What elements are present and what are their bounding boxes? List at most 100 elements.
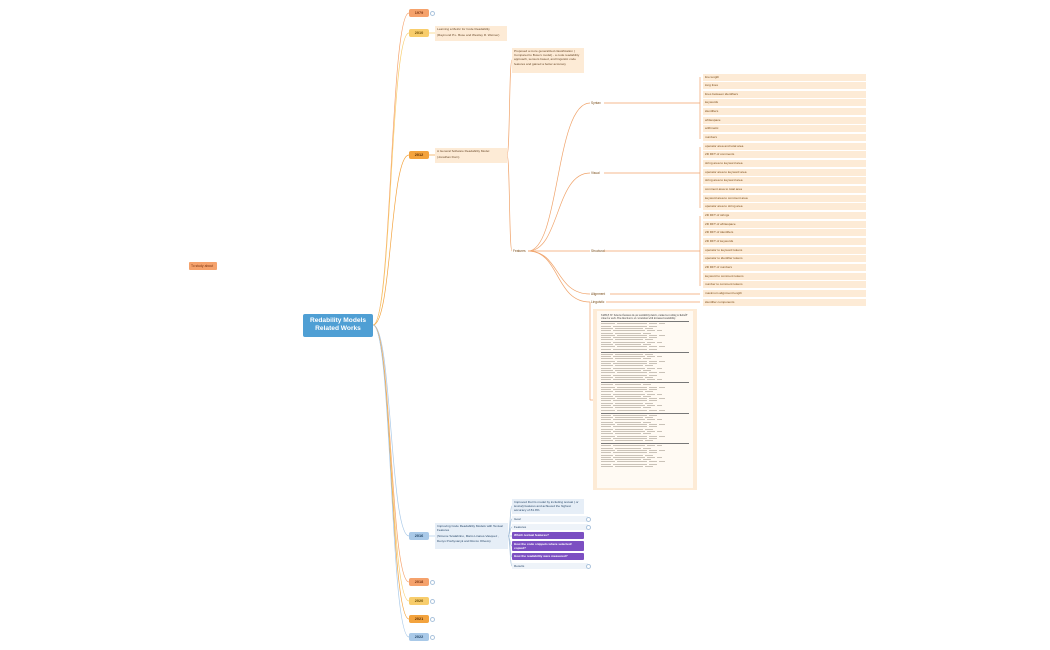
feature-leaf-structural[interactable]: 2D DFT of whitespace (703, 221, 866, 228)
feature-leaf-visual[interactable]: string area to keyword area (703, 177, 866, 184)
table-row (601, 400, 689, 402)
table-row (601, 369, 689, 372)
visual-label[interactable]: Visual (591, 171, 600, 175)
table-cell (617, 409, 647, 411)
feature-leaf-syntax[interactable]: line length (703, 74, 866, 81)
year-node-2022[interactable]: 2022 (409, 633, 429, 641)
table-row (601, 395, 689, 398)
collapse-toggle-goal[interactable] (586, 517, 591, 522)
collapse-toggle-2022[interactable] (430, 635, 435, 640)
feature-leaf-alignment[interactable]: maximum alignment length (703, 290, 866, 297)
table-cell (649, 386, 657, 388)
feature-leaf-structural[interactable]: 2D DFT of strings (703, 212, 866, 219)
question-readability-measure[interactable]: How the readability were measured? (512, 553, 584, 560)
table-row (601, 449, 689, 452)
year-node-2020[interactable]: 2020 (409, 597, 429, 605)
features-node[interactable]: Features (512, 524, 588, 530)
year-node-1979[interactable]: 1979 (409, 9, 429, 17)
results-node[interactable]: Results (512, 563, 588, 569)
table-cell (645, 327, 653, 329)
table-cell (647, 445, 655, 447)
year-node-2021[interactable]: 2021 (409, 615, 429, 623)
collapse-toggle-2021[interactable] (430, 617, 435, 622)
table-row (601, 407, 689, 409)
table-cell (601, 414, 611, 416)
collapse-toggle-results[interactable] (586, 564, 591, 569)
table-cell (601, 405, 611, 407)
table-cell (657, 456, 662, 458)
structural-label[interactable]: Structural (591, 249, 605, 253)
year-node-2010[interactable]: 2010 (409, 29, 429, 37)
feature-leaf-visual[interactable]: keyword area to comment area (703, 195, 866, 202)
table-cell (601, 372, 615, 374)
year-node-2012[interactable]: 2012 (409, 151, 429, 159)
paper-card-2010[interactable]: Learning a Metric for Code Readability (… (435, 26, 507, 41)
table-cell (601, 337, 611, 339)
collapse-toggle-2020[interactable] (430, 599, 435, 604)
table-cell (601, 388, 611, 390)
collapse-toggle-2018[interactable] (430, 580, 435, 585)
paper-note-2012[interactable]: Proposed a more generalized classificati… (512, 48, 584, 73)
table-cell (649, 388, 657, 390)
feature-leaf-structural[interactable]: 2D DFT of identifiers (703, 229, 866, 236)
feature-leaf-linguistic[interactable]: identifier components (703, 299, 866, 306)
table-cell (601, 386, 615, 388)
table-cell (649, 414, 657, 416)
feature-leaf-structural[interactable]: operator to keyword tokens (703, 247, 866, 254)
feature-leaf-syntax[interactable]: identifiers (703, 108, 866, 115)
table-cell (601, 417, 613, 419)
table-cell (613, 341, 645, 343)
feature-leaf-syntax[interactable]: arithmetic (703, 125, 866, 132)
feature-leaf-syntax[interactable]: keywords (703, 99, 866, 106)
feature-leaf-visual[interactable]: 2D DFT of comments (703, 151, 866, 158)
feature-leaf-structural[interactable]: number to comment tokens (703, 281, 866, 288)
feature-leaf-syntax[interactable]: numbers (703, 134, 866, 141)
collapse-toggle-1979[interactable] (430, 11, 435, 16)
feature-leaf-structural[interactable]: 2D DFT of keywords (703, 238, 866, 245)
table-cell (601, 456, 611, 458)
table-row (601, 466, 689, 468)
syntax-label[interactable]: Syntax (591, 101, 601, 105)
features-table-image[interactable]: TABLE IV: Selected features in our reada… (593, 309, 697, 490)
feature-leaf-visual[interactable]: comment area to total area (703, 186, 866, 193)
table-cell (649, 463, 657, 465)
table-row (601, 365, 689, 367)
question-textual-features[interactable]: Which textual features? (512, 532, 584, 539)
feature-leaf-syntax[interactable]: lines between identifiers (703, 91, 866, 98)
floating-topic[interactable]: To study about (189, 262, 217, 270)
paper-card-2012[interactable]: A General Software Readability Model (Jo… (435, 148, 507, 163)
feature-leaf-visual[interactable]: operator area to keyword area (703, 169, 866, 176)
table-cell (659, 461, 665, 463)
central-topic[interactable]: Redability Models Related Works (303, 314, 373, 337)
table-cell (617, 372, 647, 374)
table-cell (659, 360, 665, 362)
feature-leaf-syntax[interactable]: long lines (703, 82, 866, 89)
feature-leaf-syntax[interactable]: whitespace (703, 117, 866, 124)
table-cell (649, 337, 657, 339)
feature-leaf-visual[interactable]: operator area to string area (703, 203, 866, 210)
table-cell (615, 384, 641, 386)
feature-leaf-structural[interactable]: operator to identifier tokens (703, 255, 866, 262)
table-cell (613, 445, 645, 447)
alignment-label[interactable]: Alignment (591, 292, 606, 296)
table-cell (601, 363, 611, 364)
feature-leaf-visual[interactable]: string area to keyword area (703, 160, 866, 167)
table-cell (601, 358, 613, 360)
paper-card-2016[interactable]: Improving Code Readability Models with T… (435, 523, 508, 549)
feature-leaf-visual[interactable]: operator area and total area (703, 143, 866, 150)
question-snippet-selection[interactable]: How the code snippets where selected/ co… (512, 541, 584, 551)
paper-summary-2016[interactable]: Improved Dorn's model by including textu… (512, 499, 584, 514)
table-row (601, 428, 689, 431)
goal-node[interactable]: Goal (512, 516, 588, 522)
year-node-2016[interactable]: 2016 (409, 532, 429, 540)
year-node-2018[interactable]: 2018 (409, 578, 429, 586)
linguistic-label[interactable]: Linguistic (591, 300, 605, 304)
table-cell (643, 433, 651, 435)
collapse-toggle-features[interactable] (586, 525, 591, 530)
features-label[interactable]: Features (513, 249, 526, 253)
feature-leaf-structural[interactable]: keyword to comment tokens (703, 273, 866, 280)
table-cell (617, 449, 647, 451)
feature-leaf-structural[interactable]: 2D DFT of numbers (703, 264, 866, 271)
table-row (601, 452, 689, 454)
table-cell (613, 463, 647, 465)
